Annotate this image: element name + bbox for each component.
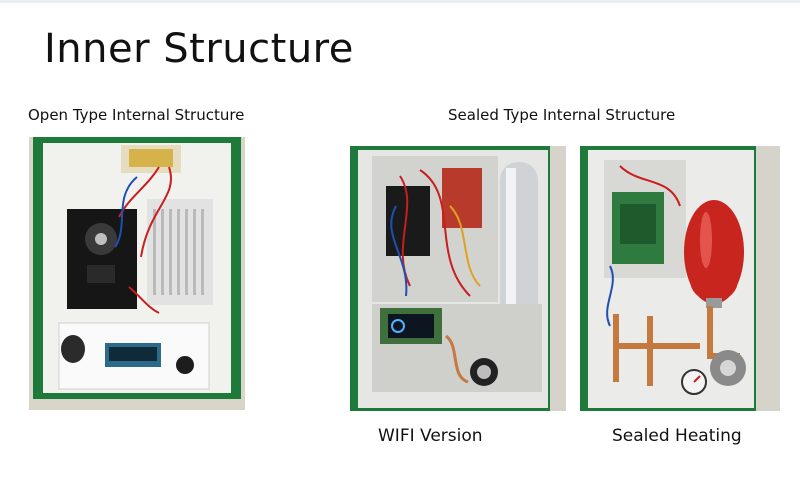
open-type-caption: Open Type Internal Structure (28, 106, 245, 124)
page-title: Inner Structure (44, 26, 354, 72)
top-divider (0, 0, 800, 3)
sealed-type-caption: Sealed Type Internal Structure (448, 106, 676, 124)
sealed-heating-label: Sealed Heating (612, 426, 742, 446)
open-type-boiler-photo (29, 137, 245, 410)
wifi-version-label: WIFI Version (378, 426, 483, 446)
wifi-version-boiler-photo (350, 146, 566, 411)
sealed-heating-boiler-photo (580, 146, 780, 411)
